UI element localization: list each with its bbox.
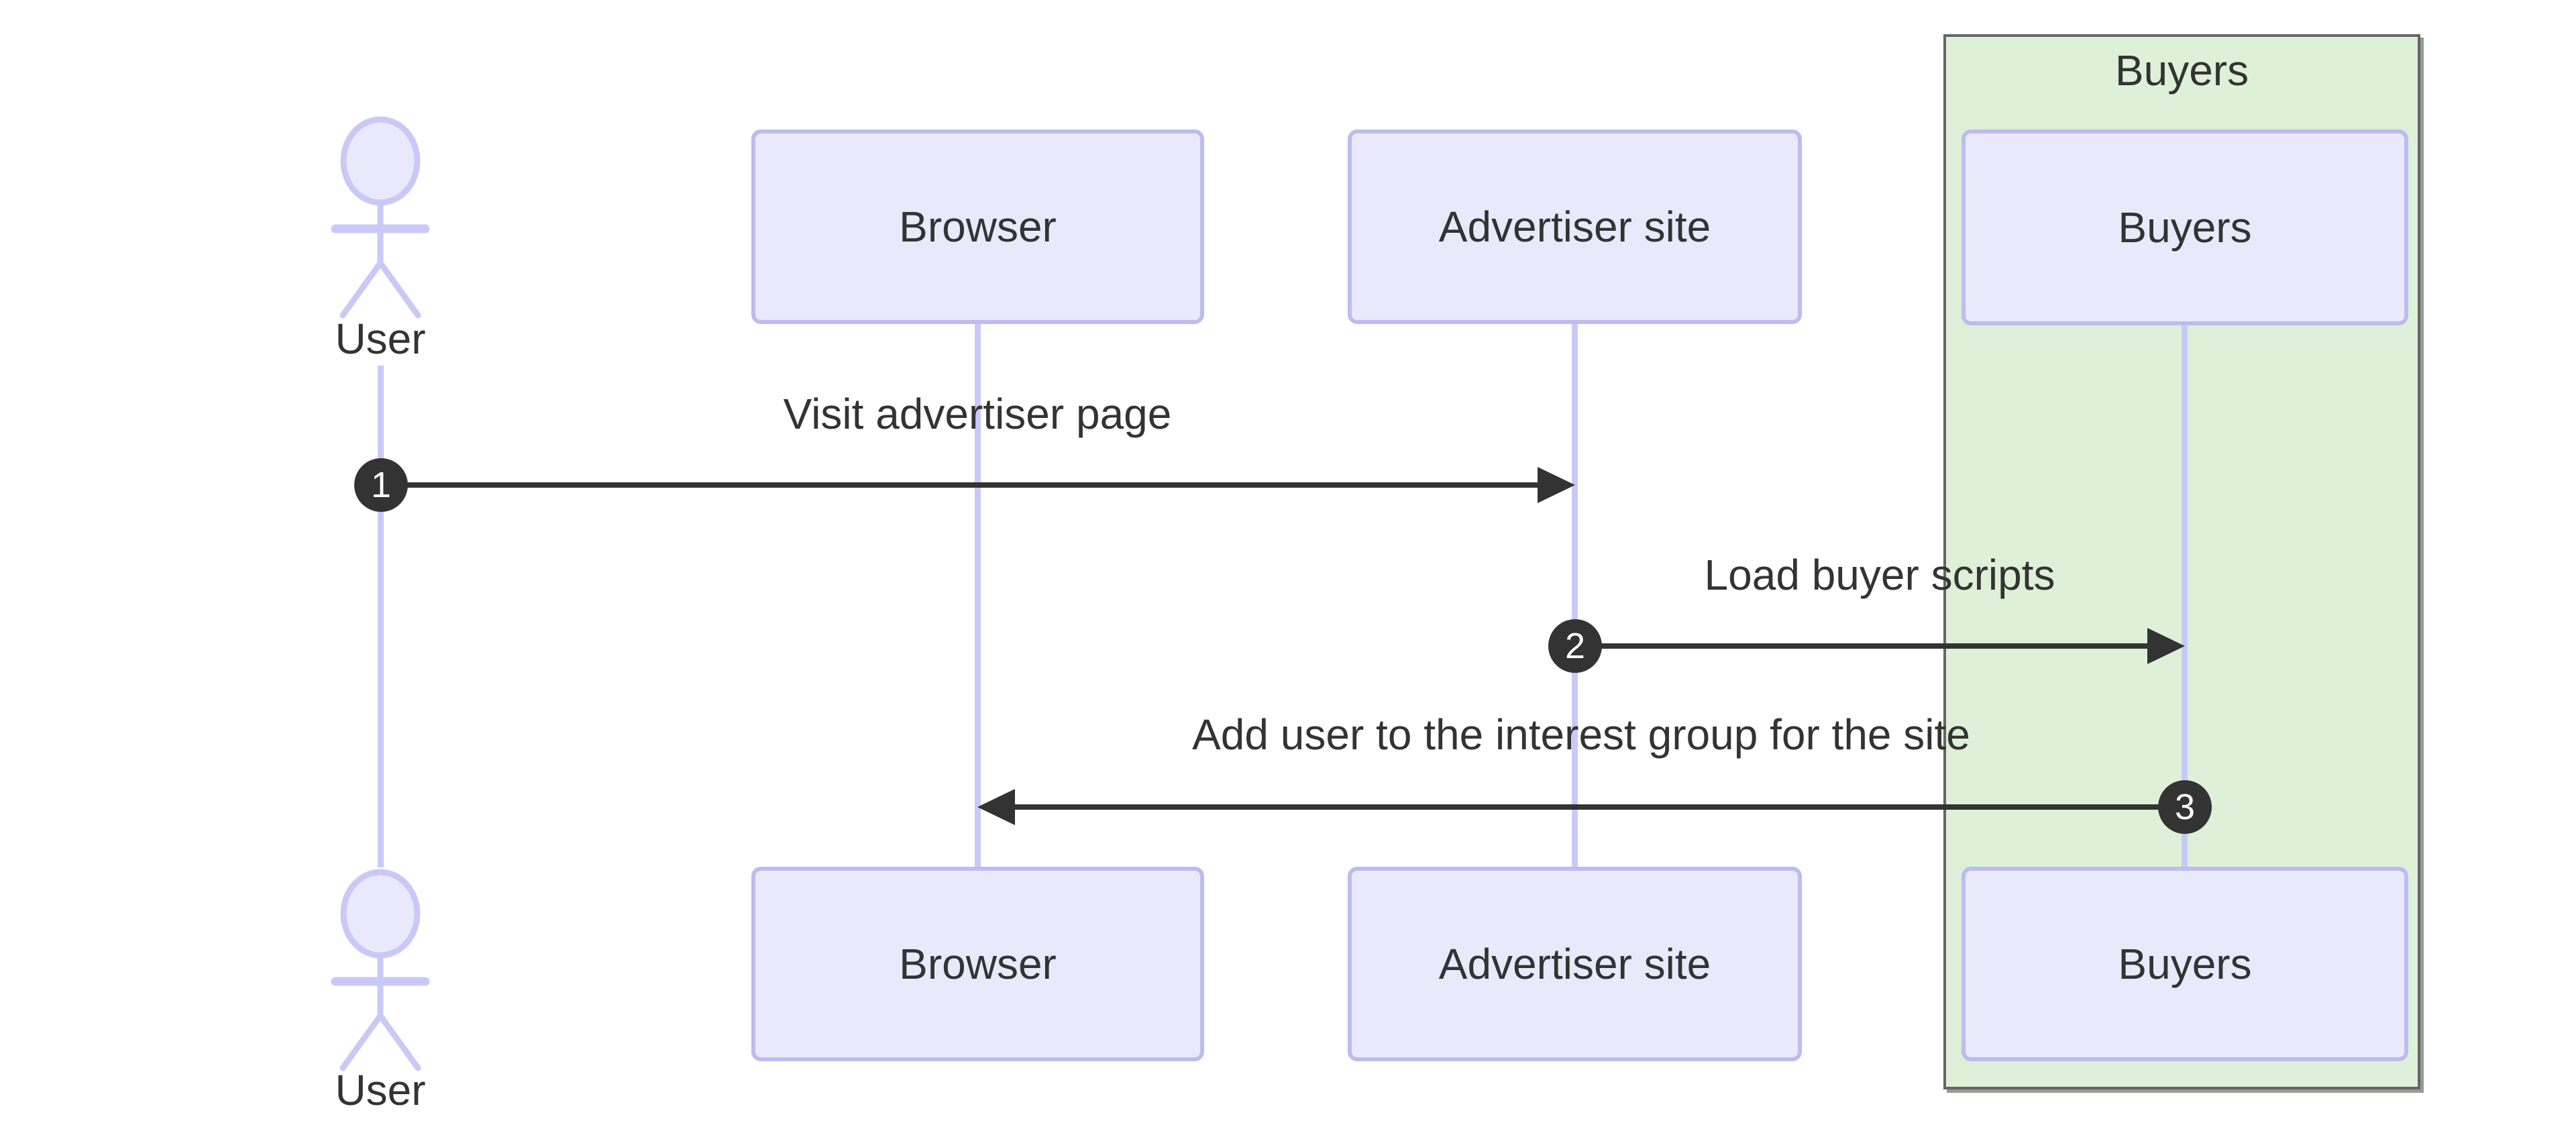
lifeline-browser bbox=[975, 324, 981, 867]
participant-label-advertiser-site: Advertiser site bbox=[1438, 203, 1711, 251]
participant-box-buyers-bottom: Buyers bbox=[1962, 867, 2408, 1061]
participant-label-advertiser-site: Advertiser site bbox=[1438, 940, 1711, 988]
lifeline-advertiser-site bbox=[1572, 324, 1578, 867]
buyers-group-label: Buyers bbox=[2114, 46, 2249, 95]
participant-box-browser-bottom: Browser bbox=[751, 867, 1204, 1061]
user-leg-left bbox=[339, 260, 384, 319]
user-actor-figure-bottom bbox=[331, 869, 430, 1071]
message-3-arrow-line bbox=[1010, 804, 2185, 810]
message-3-label: Add user to the interest group for the s… bbox=[1192, 710, 1970, 759]
participant-label-buyers: Buyers bbox=[2118, 940, 2252, 988]
message-3-seq-badge: 3 bbox=[2158, 780, 2212, 834]
user-head bbox=[340, 116, 421, 206]
message-3-arrowhead-icon bbox=[977, 789, 1015, 825]
participant-box-buyers-top: Buyers bbox=[1962, 129, 2408, 325]
user-leg-right bbox=[377, 260, 421, 319]
participant-label-browser: Browser bbox=[899, 940, 1057, 988]
participant-box-advertiser-site-top: Advertiser site bbox=[1348, 129, 1802, 324]
message-2-label: Load buyer scripts bbox=[1704, 551, 2055, 599]
user-label-bottom: User bbox=[335, 1066, 426, 1114]
message-1-arrow-line bbox=[380, 482, 1551, 488]
message-1-seq-badge: 1 bbox=[354, 458, 408, 512]
participant-label-browser: Browser bbox=[899, 203, 1057, 251]
message-2-arrowhead-icon bbox=[2147, 628, 2185, 664]
message-1-label: Visit advertiser page bbox=[783, 390, 1172, 438]
participant-box-advertiser-site-bottom: Advertiser site bbox=[1348, 867, 1802, 1061]
user-head bbox=[340, 869, 421, 959]
user-leg-left bbox=[339, 1012, 384, 1071]
user-label-top: User bbox=[335, 315, 426, 363]
lifeline-user bbox=[378, 366, 384, 867]
message-2-arrow-line bbox=[1575, 643, 2162, 649]
user-leg-right bbox=[377, 1012, 421, 1071]
message-1-arrowhead-icon bbox=[1538, 467, 1575, 503]
lifeline-buyers bbox=[2182, 325, 2188, 867]
message-2-seq-badge: 2 bbox=[1548, 619, 1602, 673]
participant-box-browser-top: Browser bbox=[751, 129, 1204, 324]
participant-label-buyers: Buyers bbox=[2118, 203, 2252, 252]
user-actor-figure-top bbox=[331, 116, 430, 319]
